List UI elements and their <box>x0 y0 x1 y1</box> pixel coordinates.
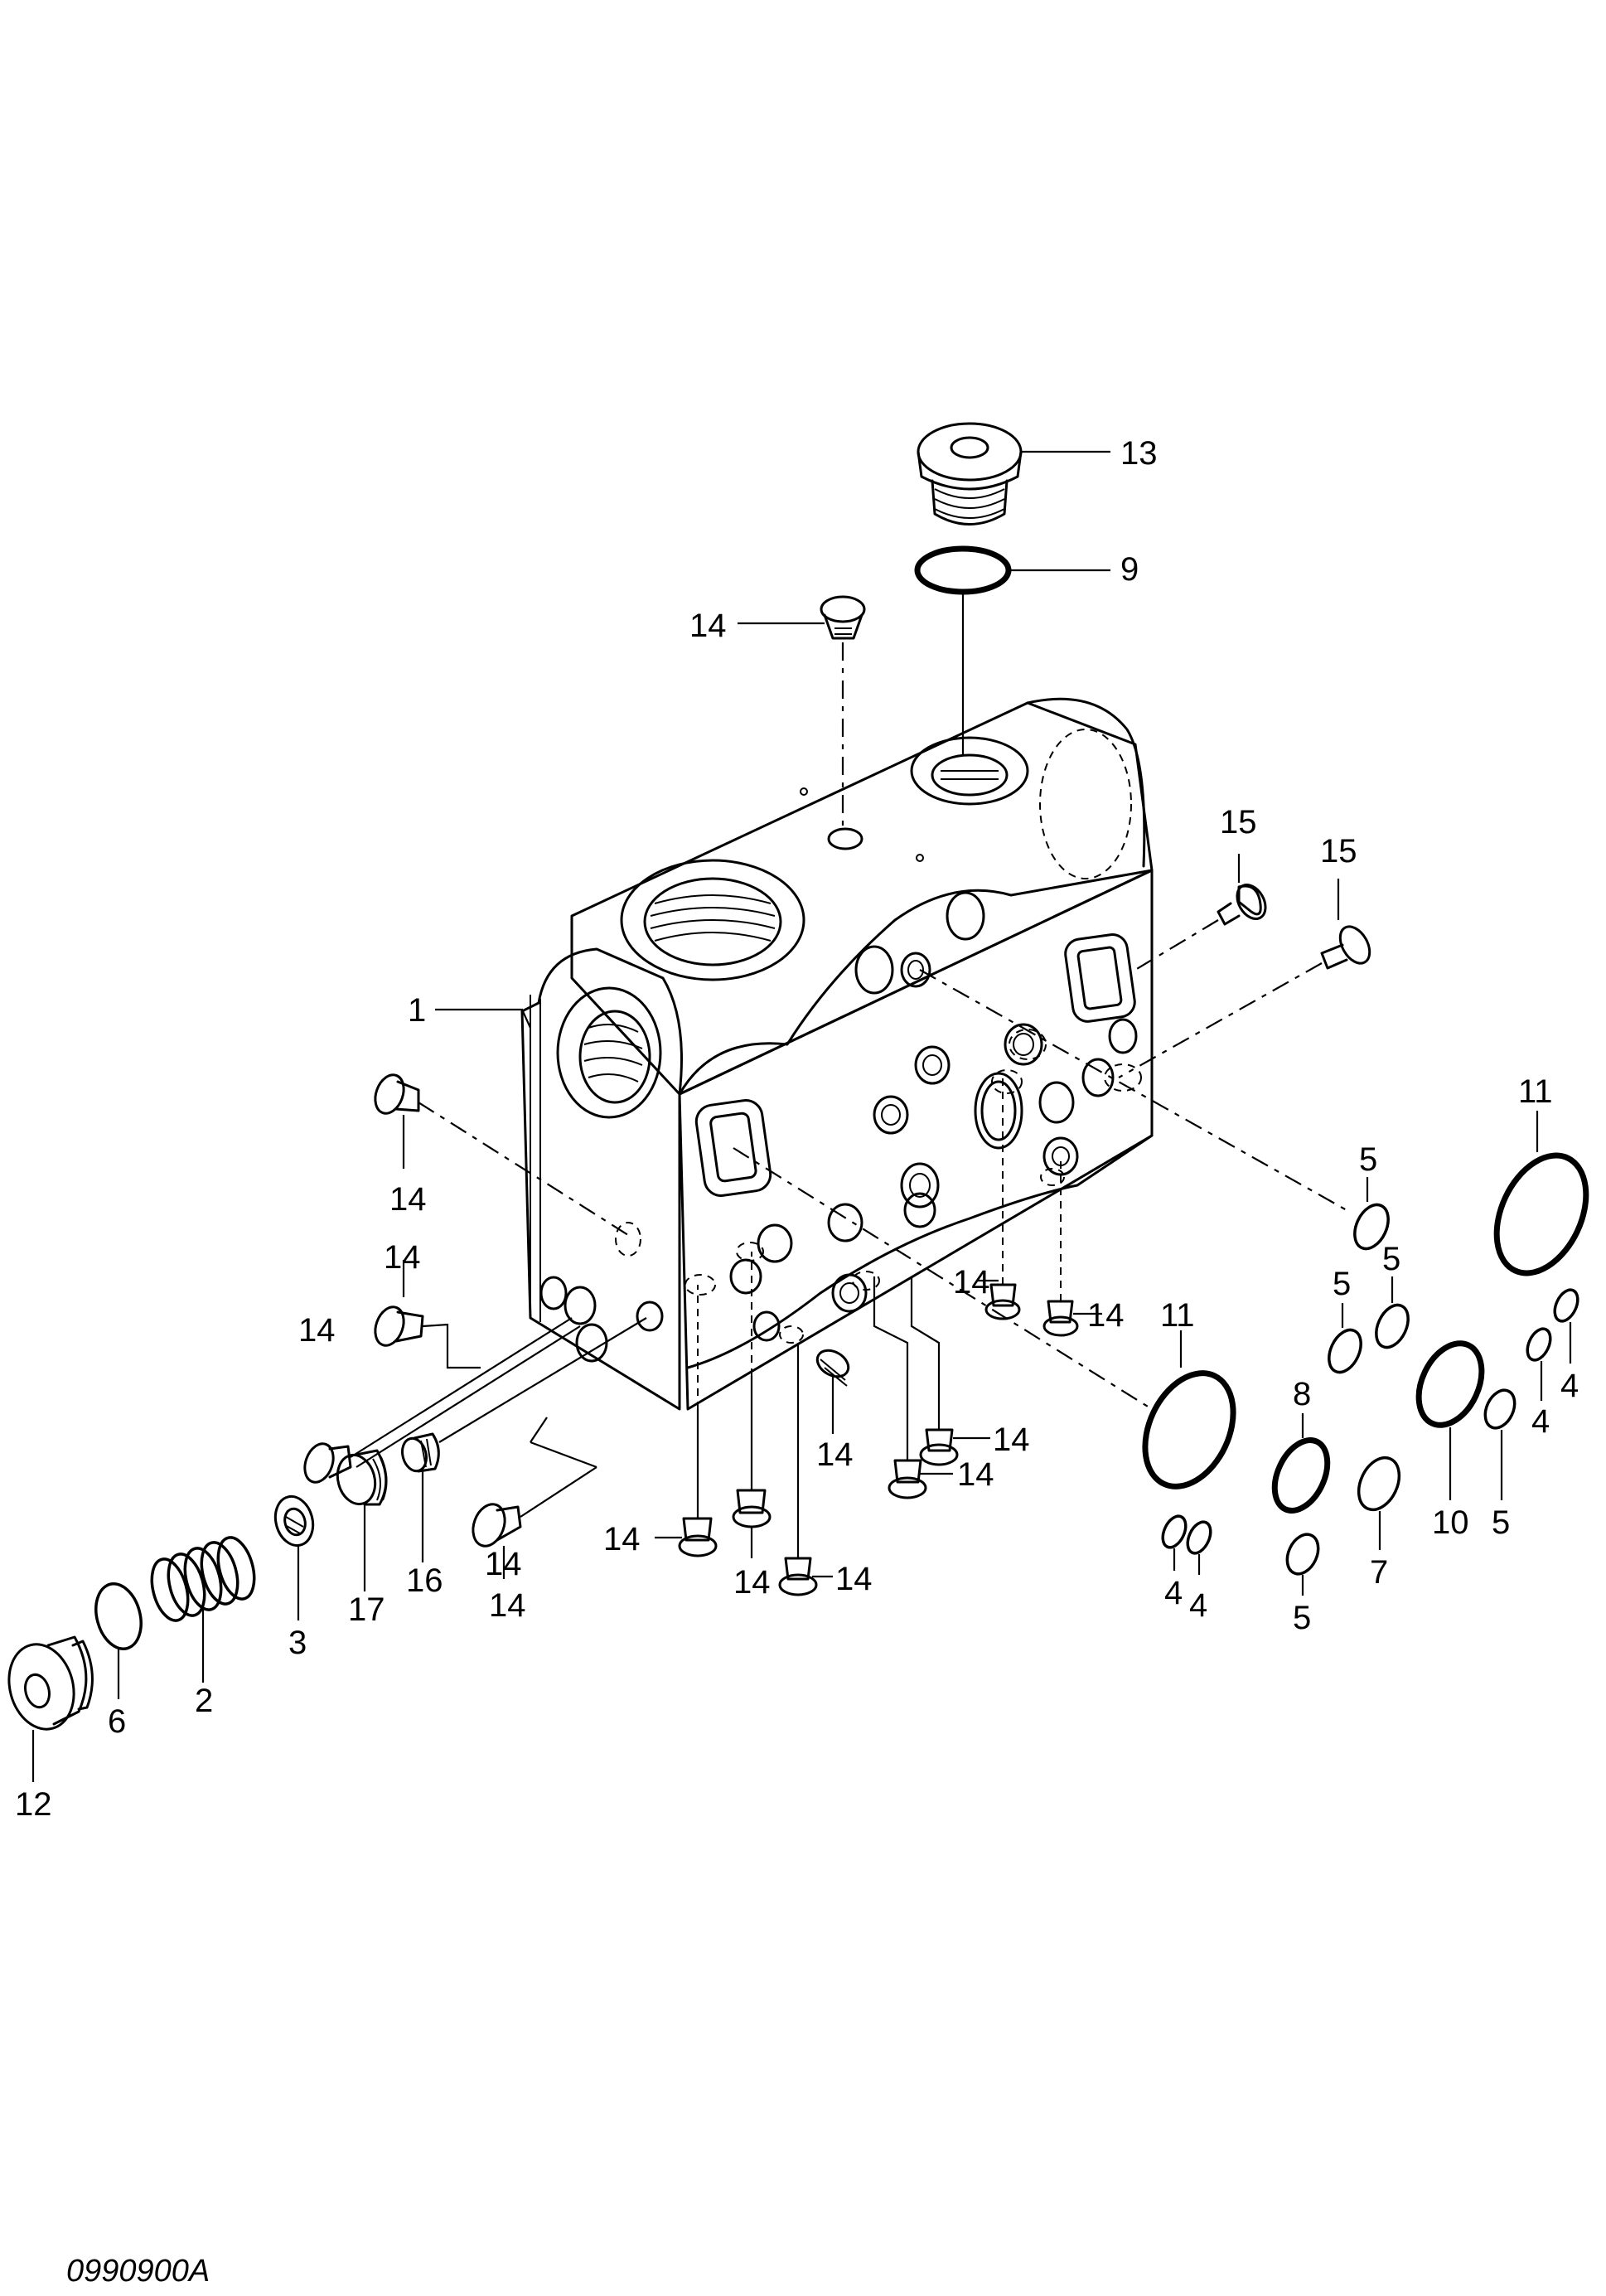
callout-4: 4 <box>1560 1368 1579 1404</box>
spring-2 <box>150 1536 256 1683</box>
o-ring-5-b <box>1375 1303 1410 1349</box>
screw-14-bottom-1 <box>678 1285 718 1557</box>
callout-14: 14 <box>689 608 727 644</box>
plug-13 <box>917 422 1023 526</box>
o-ring-6 <box>94 1582 143 1650</box>
washer-3 <box>273 1494 315 1620</box>
callout-9: 9 <box>1120 551 1139 588</box>
callout-14: 14 <box>389 1181 427 1218</box>
o-ring-10 <box>1415 1340 1485 1428</box>
o-ring-5-a <box>1353 1203 1390 1251</box>
screw-15b <box>1118 925 1371 1078</box>
o-ring-4-d <box>1186 1520 1212 1555</box>
o-ring-8 <box>1271 1437 1331 1514</box>
o-ring-5-d <box>1483 1388 1517 1430</box>
o-ring-7 <box>1357 1456 1401 1512</box>
screw-14-top <box>820 595 866 829</box>
o-ring-11-center <box>1142 1370 1236 1489</box>
callout-15: 15 <box>1220 804 1257 840</box>
valve-housing <box>520 697 1154 1411</box>
callout-5: 5 <box>1333 1266 1351 1302</box>
callout-14: 14 <box>816 1436 854 1473</box>
o-ring-4-c <box>1161 1514 1188 1549</box>
fitting-17 <box>336 1449 388 1591</box>
screw-16 <box>401 1432 440 1562</box>
screw-14-stud <box>815 1349 850 1401</box>
callout-2: 2 <box>195 1683 213 1719</box>
o-ring-4-a <box>1553 1288 1579 1323</box>
callout-14: 14 <box>298 1312 336 1349</box>
callout-4: 4 <box>1531 1403 1550 1440</box>
callout-6: 6 <box>108 1703 126 1740</box>
o-ring-4-b <box>1526 1327 1552 1362</box>
callout-14: 14 <box>993 1422 1030 1458</box>
callout-3: 3 <box>288 1625 307 1661</box>
callout-17: 17 <box>348 1591 385 1628</box>
callout-14: 14 <box>957 1456 994 1493</box>
screw-14-left-long <box>303 1317 581 1484</box>
callout-5: 5 <box>1382 1241 1400 1277</box>
callout-14: 14 <box>835 1561 873 1597</box>
callout-4: 4 <box>1189 1587 1207 1624</box>
o-ring-5-e <box>1285 1533 1320 1576</box>
screw-14-right-1 <box>984 1078 1021 1320</box>
callout-4: 4 <box>1164 1575 1183 1611</box>
callout-5: 5 <box>1492 1504 1510 1541</box>
screw-14-bottom-2 <box>732 1252 772 1528</box>
screw-15a <box>1134 884 1267 971</box>
callout-7: 7 <box>1370 1554 1388 1591</box>
screw-14-left-upper <box>374 1073 629 1236</box>
callout-11: 11 <box>1518 1073 1553 1110</box>
o-ring-11-right <box>1493 1152 1589 1276</box>
callout-14: 14 <box>1087 1297 1125 1334</box>
screw-14-bottom-3 <box>778 1343 818 1596</box>
screw-14-bottom-4 <box>873 1276 927 1499</box>
screw-14-lower-left <box>472 1417 597 1548</box>
callout-5: 5 <box>1359 1141 1377 1178</box>
screw-14-right-2 <box>1042 1160 1079 1337</box>
callout-14: 14 <box>485 1546 522 1582</box>
callout-13: 13 <box>1120 435 1158 472</box>
screw-14-left-mid <box>374 1305 481 1369</box>
o-ring-5-c <box>1328 1328 1362 1374</box>
drawing-number: 0990900A <box>66 2254 210 2289</box>
callout-14: 14 <box>603 1521 641 1557</box>
callout-15: 15 <box>1320 833 1357 869</box>
callout-14: 14 <box>489 1587 526 1624</box>
callout-11: 11 <box>1160 1297 1195 1334</box>
callouts: 13 9 14 15 15 1 14 14 14 14 14 14 14 14 … <box>15 435 1579 1823</box>
callout-14: 14 <box>953 1264 990 1301</box>
callout-12: 12 <box>15 1786 52 1823</box>
callout-16: 16 <box>406 1562 443 1599</box>
callout-5: 5 <box>1293 1600 1311 1636</box>
plug-12 <box>7 1635 94 1731</box>
o-ring-9 <box>914 545 1012 595</box>
callout-10: 10 <box>1432 1504 1469 1541</box>
callout-8: 8 <box>1293 1376 1311 1412</box>
callout-14: 14 <box>733 1564 771 1601</box>
callout-1: 1 <box>408 992 426 1029</box>
screw-14-bottom-5 <box>910 1276 959 1466</box>
callout-14: 14 <box>384 1239 421 1276</box>
